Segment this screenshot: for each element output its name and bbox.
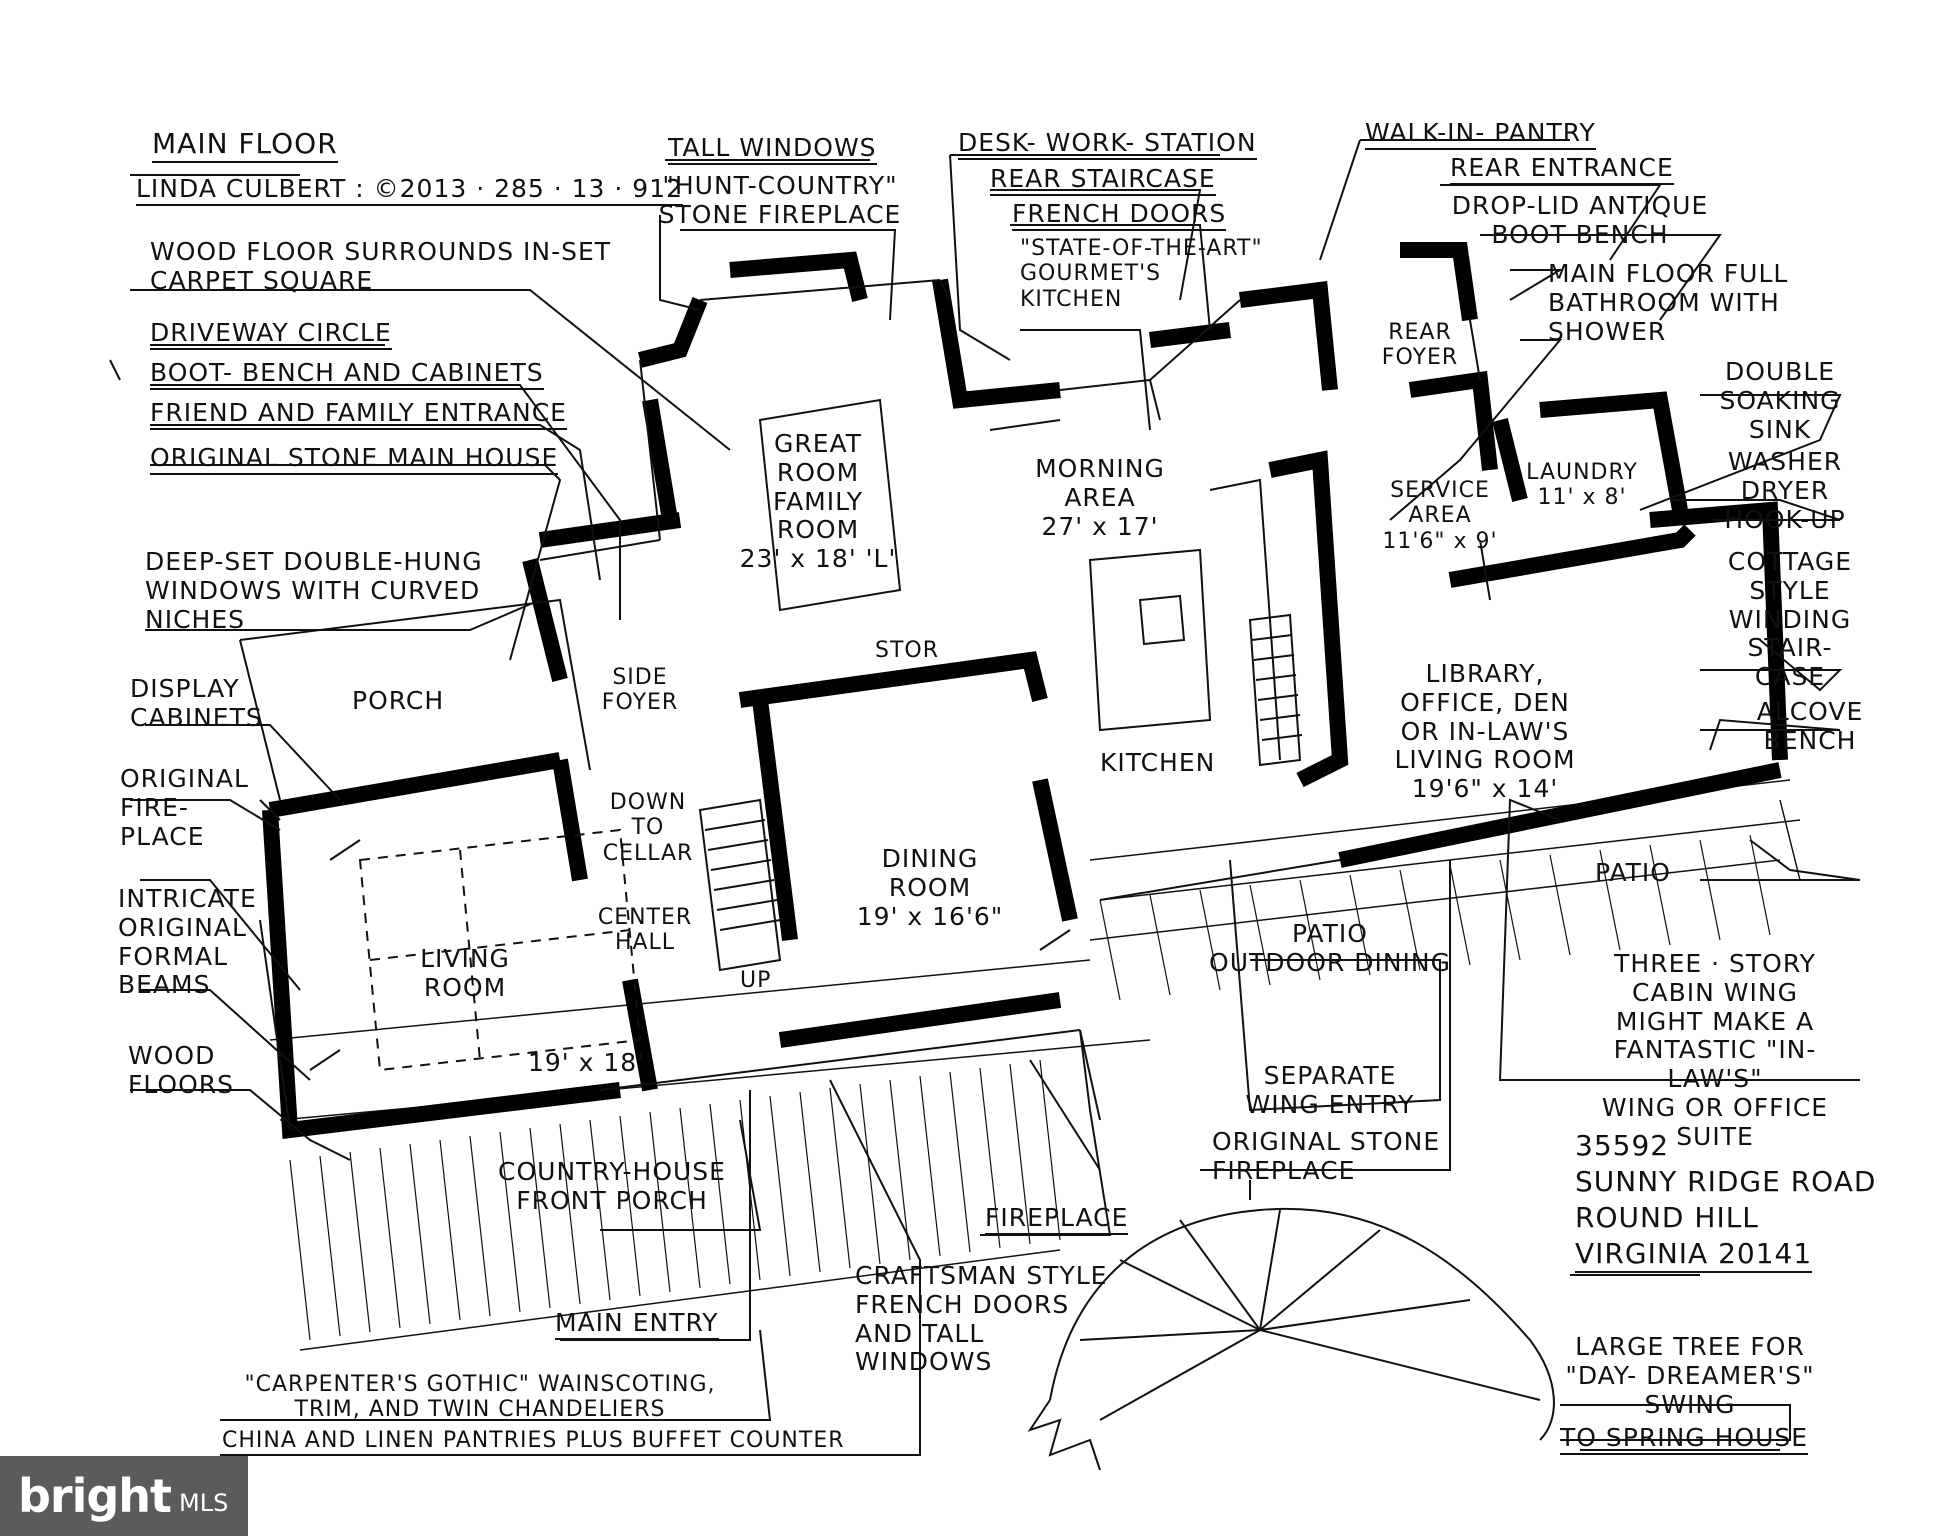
callout-three-story: THREE · STORY CABIN WING MIGHT MAKE A FA… xyxy=(1601,949,1829,1151)
room-great-room: GREAT ROOM FAMILY ROOM 23' x 18' 'L' xyxy=(739,429,897,573)
callout-main-entry: MAIN ENTRY xyxy=(555,1310,719,1340)
address-street: SUNNY RIDGE ROAD xyxy=(1575,1165,1877,1198)
logo-suffix-text: MLS xyxy=(179,1489,229,1517)
page-title: MAIN FLOOR xyxy=(152,130,338,163)
callout-spring-house: TO SPRING HOUSE xyxy=(1560,1425,1809,1455)
callout-beams: INTRICATE ORIGINAL FORMAL BEAMS xyxy=(118,884,257,1000)
callout-china: CHINA AND LINEN PANTRIES PLUS BUFFET COU… xyxy=(222,1428,845,1453)
callout-tall-windows: TALL WINDOWS xyxy=(668,135,877,165)
callout-rear-staircase: REAR STAIRCASE xyxy=(990,166,1216,196)
leader-lines xyxy=(109,139,1861,1456)
room-laundry: LAUNDRY 11' x 8' xyxy=(1526,460,1638,511)
room-service-area: SERVICE AREA 11'6" x 9' xyxy=(1382,478,1498,554)
logo-brand-text: bright xyxy=(18,1469,172,1523)
room-living-dimensions: 19' x 18' xyxy=(528,1048,646,1077)
callout-state-of-art: "STATE-OF-THE-ART" GOURMET'S KITCHEN xyxy=(1020,236,1263,312)
callout-wood-floor: WOOD FLOOR SURROUNDS IN-SET CARPET SQUAR… xyxy=(150,237,612,295)
room-stair-up: UP xyxy=(740,968,772,993)
room-front-porch: COUNTRY-HOUSE FRONT PORCH xyxy=(498,1157,726,1215)
room-rear-foyer: REAR FOYER xyxy=(1381,320,1459,371)
callout-rear-entrance: REAR ENTRANCE xyxy=(1450,155,1674,185)
callout-separate-wing: SEPARATE WING ENTRY xyxy=(1245,1061,1415,1119)
callout-hunt-country: "HUNT-COUNTRY" STONE FIREPLACE xyxy=(658,171,902,229)
callout-craftsman: CRAFTSMAN STYLE FRENCH DOORS AND TALL WI… xyxy=(855,1261,1108,1377)
outlines xyxy=(239,279,1491,1131)
callout-walk-in-pantry: WALK-IN- PANTRY xyxy=(1365,120,1596,150)
room-porch: PORCH xyxy=(352,686,445,715)
callout-large-tree: LARGE TREE FOR "DAY- DREAMER'S" SWING xyxy=(1565,1332,1815,1419)
brightmls-logo: bright MLS xyxy=(0,1456,248,1536)
callout-display-cabinets: DISPLAY CABINETS xyxy=(130,674,263,732)
callout-boot-bench: BOOT- BENCH AND CABINETS xyxy=(150,360,544,390)
room-storage: STOR xyxy=(875,638,940,663)
author-credit: LINDA CULBERT : ©2013 · 285 · 13 · 912 xyxy=(136,176,684,206)
room-kitchen: KITCHEN xyxy=(1100,748,1216,777)
callout-original-stone: ORIGINAL STONE MAIN HOUSE xyxy=(150,445,559,475)
callout-desk: DESK- WORK- STATION xyxy=(958,130,1257,160)
callout-double-sink: DOUBLE SOAKING SINK xyxy=(1719,357,1841,444)
callout-cottage-stair: COTTAGE STYLE WINDING STAIR- CASE xyxy=(1727,547,1853,691)
callout-wood-floors: WOOD FLOORS xyxy=(128,1041,235,1099)
callout-patio-outdoor: PATIO OUTDOOR DINING xyxy=(1209,919,1451,977)
address-state-zip: VIRGINIA 20141 xyxy=(1575,1240,1813,1273)
callout-washer: WASHER DRYER HOOK-UP xyxy=(1724,447,1846,534)
room-library: LIBRARY, OFFICE, DEN OR IN-LAW'S LIVING … xyxy=(1394,659,1576,803)
callout-original-fireplace: ORIGINAL FIRE- PLACE xyxy=(120,764,249,851)
callout-friend-entrance: FRIEND AND FAMILY ENTRANCE xyxy=(150,400,567,430)
room-side-foyer: SIDE FOYER xyxy=(601,665,679,716)
callout-carpenters: "CARPENTER'S GOTHIC" WAINSCOTING, TRIM, … xyxy=(244,1372,716,1423)
callout-original-stone-fireplace: ORIGINAL STONE FIREPLACE xyxy=(1212,1127,1441,1185)
room-patio: PATIO xyxy=(1595,858,1671,887)
callout-fireplace: FIREPLACE xyxy=(985,1205,1129,1235)
callout-alcove-bench: ALCOVE BENCH xyxy=(1756,697,1864,755)
address-town: ROUND HILL xyxy=(1575,1201,1759,1234)
room-living: LIVING ROOM xyxy=(420,944,510,1002)
callout-main-bath: MAIN FLOOR FULL BATHROOM WITH SHOWER xyxy=(1548,259,1789,346)
room-dining: DINING ROOM 19' x 16'6" xyxy=(856,844,1004,931)
tree-drawing xyxy=(1027,1207,1555,1471)
room-down-to-cellar: DOWN TO CELLAR xyxy=(602,790,694,866)
callout-deep-set-windows: DEEP-SET DOUBLE-HUNG WINDOWS WITH CURVED… xyxy=(145,547,483,634)
address-number: 35592 xyxy=(1575,1129,1670,1162)
callout-driveway: DRIVEWAY CIRCLE xyxy=(150,320,392,350)
callout-drop-lid: DROP-LID ANTIQUE BOOT BENCH xyxy=(1451,191,1709,249)
room-center-hall: CENTER HALL xyxy=(597,905,693,956)
callout-french-doors: FRENCH DOORS xyxy=(1012,201,1227,231)
room-morning-area: MORNING AREA 27' x 17' xyxy=(1035,454,1165,541)
